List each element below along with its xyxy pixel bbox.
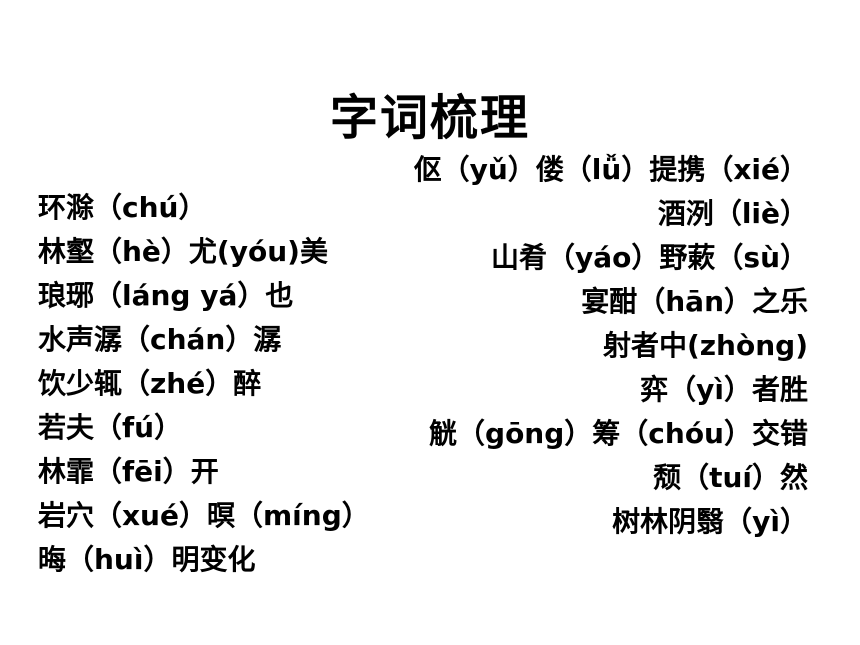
right-vocab-list: 伛（yǔ）偻（lǚ）提携（xié） 酒洌（liè） 山肴（yáo）野蔌（sù） … — [414, 148, 808, 544]
slide-title: 字词梳理 — [329, 90, 530, 146]
vocab-item: 林霏（fēi）开 — [38, 455, 219, 488]
vocab-item: 山肴（yáo）野蔌（sù） — [491, 241, 808, 274]
vocab-item: 弈（yì）者胜 — [640, 373, 808, 406]
vocab-item: 晦（huì）明变化 — [38, 543, 256, 576]
vocab-item: 宴酣（hān）之乐 — [581, 285, 808, 318]
vocab-item: 觥（gōng）筹（chóu）交错 — [429, 417, 808, 450]
vocab-item: 颓（tuí）然 — [653, 461, 808, 494]
vocab-item: 若夫（fú） — [38, 411, 183, 444]
vocab-item: 岩穴（xué）暝（míng） — [38, 499, 370, 532]
vocab-item: 酒洌（liè） — [657, 197, 808, 230]
vocab-item: 林壑（hè）尤(yóu)美 — [38, 235, 328, 268]
vocab-item: 树林阴翳（yì） — [612, 505, 808, 538]
vocab-item: 琅琊（láng yá）也 — [38, 279, 294, 312]
vocab-item: 环滁（chú） — [38, 191, 207, 224]
vocab-item: 水声潺（chán）潺 — [38, 323, 282, 356]
vocab-item: 饮少辄（zhé）醉 — [38, 367, 262, 400]
vocab-item: 伛（yǔ）偻（lǚ）提携（xié） — [413, 153, 808, 186]
left-vocab-list: 环滁（chú） 林壑（hè）尤(yóu)美 琅琊（láng yá）也 水声潺（c… — [38, 186, 370, 582]
vocab-item: 射者中(zhòng) — [602, 329, 808, 362]
